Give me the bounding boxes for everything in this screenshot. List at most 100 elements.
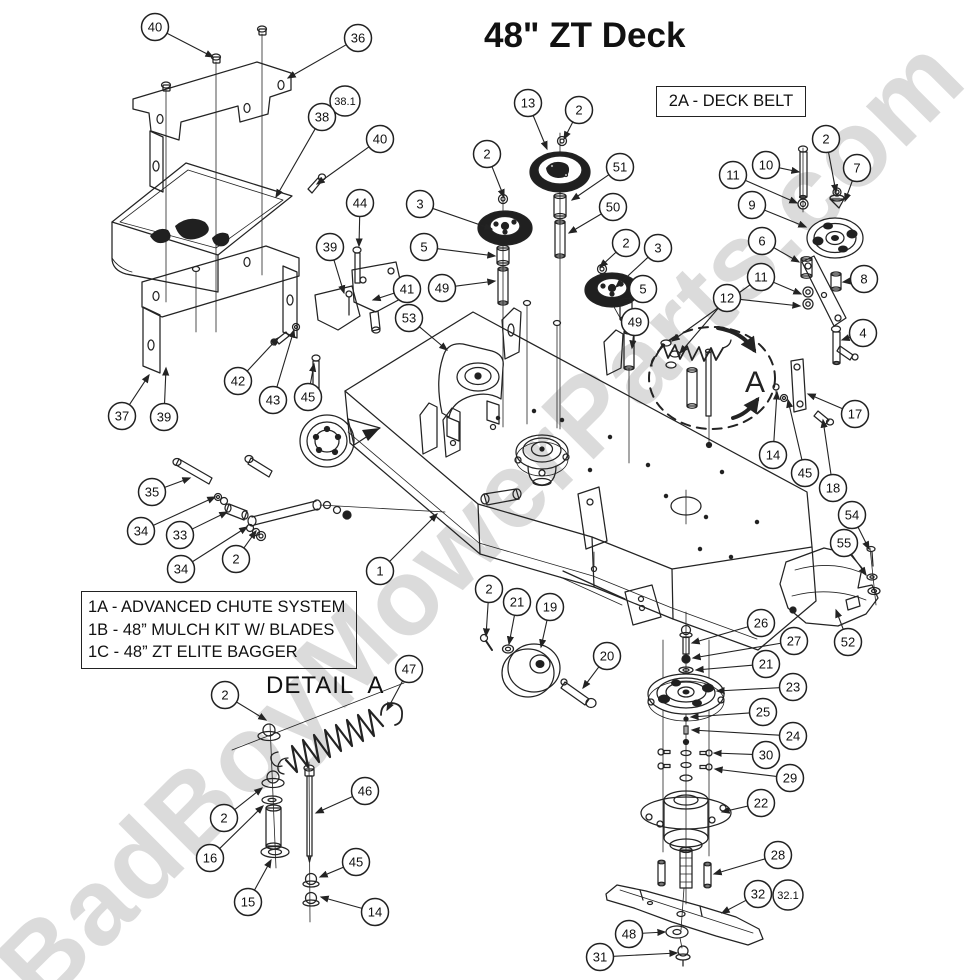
svg-text:26: 26 bbox=[754, 616, 768, 631]
svg-text:39: 39 bbox=[323, 240, 337, 255]
svg-text:38: 38 bbox=[315, 110, 329, 125]
svg-text:30: 30 bbox=[759, 748, 773, 763]
callout-32.1: 32.1 bbox=[772, 879, 804, 911]
svg-text:51: 51 bbox=[613, 160, 627, 175]
svg-text:1: 1 bbox=[376, 564, 383, 579]
belt-cover bbox=[438, 343, 504, 447]
svg-text:32.1: 32.1 bbox=[777, 890, 798, 902]
svg-text:2: 2 bbox=[232, 552, 239, 567]
kit-options-box: 1A - ADVANCED CHUTE SYSTEM 1B - 48” MULC… bbox=[81, 591, 357, 669]
svg-text:33: 33 bbox=[173, 528, 187, 543]
svg-text:18: 18 bbox=[826, 481, 840, 496]
detail-circle bbox=[648, 326, 776, 449]
callout-12: 12 bbox=[679, 283, 802, 355]
svg-text:49: 49 bbox=[628, 315, 642, 330]
callout-2: 2 bbox=[210, 680, 268, 721]
svg-text:54: 54 bbox=[845, 508, 859, 523]
kit-line-1c: 1C - 48” ZT ELITE BAGGER bbox=[88, 643, 298, 661]
pulley-column-center bbox=[529, 132, 591, 430]
svg-text:22: 22 bbox=[754, 796, 768, 811]
callout-2: 2 bbox=[563, 95, 594, 141]
svg-text:7: 7 bbox=[853, 161, 860, 176]
callout-5: 5 bbox=[409, 232, 497, 262]
callout-42: 42 bbox=[223, 337, 279, 396]
svg-text:5: 5 bbox=[639, 282, 646, 297]
callout-20: 20 bbox=[582, 641, 622, 690]
svg-text:6: 6 bbox=[758, 234, 765, 249]
callout-2: 2 bbox=[472, 139, 505, 199]
deck-body bbox=[344, 299, 817, 651]
callout-9: 9 bbox=[737, 190, 808, 228]
callout-45: 45 bbox=[318, 847, 371, 878]
callout-28: 28 bbox=[712, 840, 793, 876]
svg-text:2: 2 bbox=[622, 236, 629, 251]
callout-14: 14 bbox=[319, 895, 390, 927]
callout-40: 40 bbox=[315, 124, 395, 185]
callout-1: 1 bbox=[365, 513, 438, 586]
callout-2: 2 bbox=[811, 124, 841, 194]
svg-text:47: 47 bbox=[402, 662, 416, 677]
callout-35: 35 bbox=[137, 477, 192, 507]
svg-text:45: 45 bbox=[798, 466, 812, 481]
callout-46: 46 bbox=[314, 776, 380, 814]
callout-32: 32 bbox=[720, 879, 773, 914]
svg-text:3: 3 bbox=[654, 241, 661, 256]
svg-text:20: 20 bbox=[600, 649, 614, 664]
svg-text:41: 41 bbox=[400, 282, 414, 297]
svg-text:3: 3 bbox=[416, 197, 423, 212]
deck-spindle bbox=[514, 434, 570, 487]
callout-14: 14 bbox=[758, 390, 788, 470]
callout-23: 23 bbox=[715, 672, 808, 702]
callout-21: 21 bbox=[694, 649, 781, 679]
svg-text:46: 46 bbox=[358, 784, 372, 799]
chute-bracket-assembly bbox=[111, 25, 327, 396]
svg-text:28: 28 bbox=[771, 848, 785, 863]
svg-text:4: 4 bbox=[859, 326, 866, 341]
svg-text:32: 32 bbox=[751, 887, 765, 902]
callout-43: 43 bbox=[258, 328, 296, 415]
deck-belt-label: 2A - DECK BELT bbox=[668, 92, 794, 110]
callout-24: 24 bbox=[690, 721, 808, 751]
anti-scalp-roller bbox=[299, 414, 381, 468]
page-title: 48" ZT Deck bbox=[484, 16, 686, 55]
detail-a-label: DETAIL A bbox=[266, 672, 385, 699]
svg-text:14: 14 bbox=[368, 905, 382, 920]
pulley-column-left bbox=[477, 192, 533, 428]
callout-15: 15 bbox=[233, 858, 272, 917]
callout-2: 2 bbox=[221, 529, 257, 574]
callout-49: 49 bbox=[620, 307, 650, 350]
svg-text:15: 15 bbox=[241, 895, 255, 910]
callout-49: 49 bbox=[427, 273, 497, 303]
callout-7: 7 bbox=[842, 153, 872, 203]
svg-text:16: 16 bbox=[203, 851, 217, 866]
callout-8: 8 bbox=[841, 264, 879, 294]
svg-text:35: 35 bbox=[145, 485, 159, 500]
trailing-arm bbox=[172, 454, 446, 542]
deck-belt-box: 2A - DECK BELT bbox=[656, 86, 806, 117]
caster-wheel bbox=[479, 633, 597, 709]
callout-31: 31 bbox=[585, 942, 679, 972]
callout-39: 39 bbox=[149, 366, 179, 432]
callout-53: 53 bbox=[394, 303, 449, 351]
callout-40: 40 bbox=[140, 12, 215, 58]
callout-38.1: 38.1 bbox=[329, 85, 361, 117]
blade-group bbox=[605, 884, 764, 967]
wheel-arm-bracket bbox=[314, 246, 405, 334]
svg-text:17: 17 bbox=[848, 407, 862, 422]
callout-22: 22 bbox=[720, 788, 776, 818]
callout-27: 27 bbox=[691, 626, 809, 661]
idler-assembly bbox=[797, 145, 864, 366]
callout-34: 34 bbox=[166, 526, 249, 584]
svg-text:21: 21 bbox=[759, 657, 773, 672]
callout-11: 11 bbox=[670, 262, 803, 342]
svg-text:11: 11 bbox=[754, 270, 768, 285]
callout-26: 26 bbox=[690, 608, 776, 645]
svg-text:52: 52 bbox=[841, 635, 855, 650]
kit-line-1a: 1A - ADVANCED CHUTE SYSTEM bbox=[88, 598, 346, 616]
callout-2: 2 bbox=[599, 228, 641, 268]
svg-text:44: 44 bbox=[353, 196, 367, 211]
callout-45: 45 bbox=[786, 398, 820, 488]
svg-text:49: 49 bbox=[435, 281, 449, 296]
